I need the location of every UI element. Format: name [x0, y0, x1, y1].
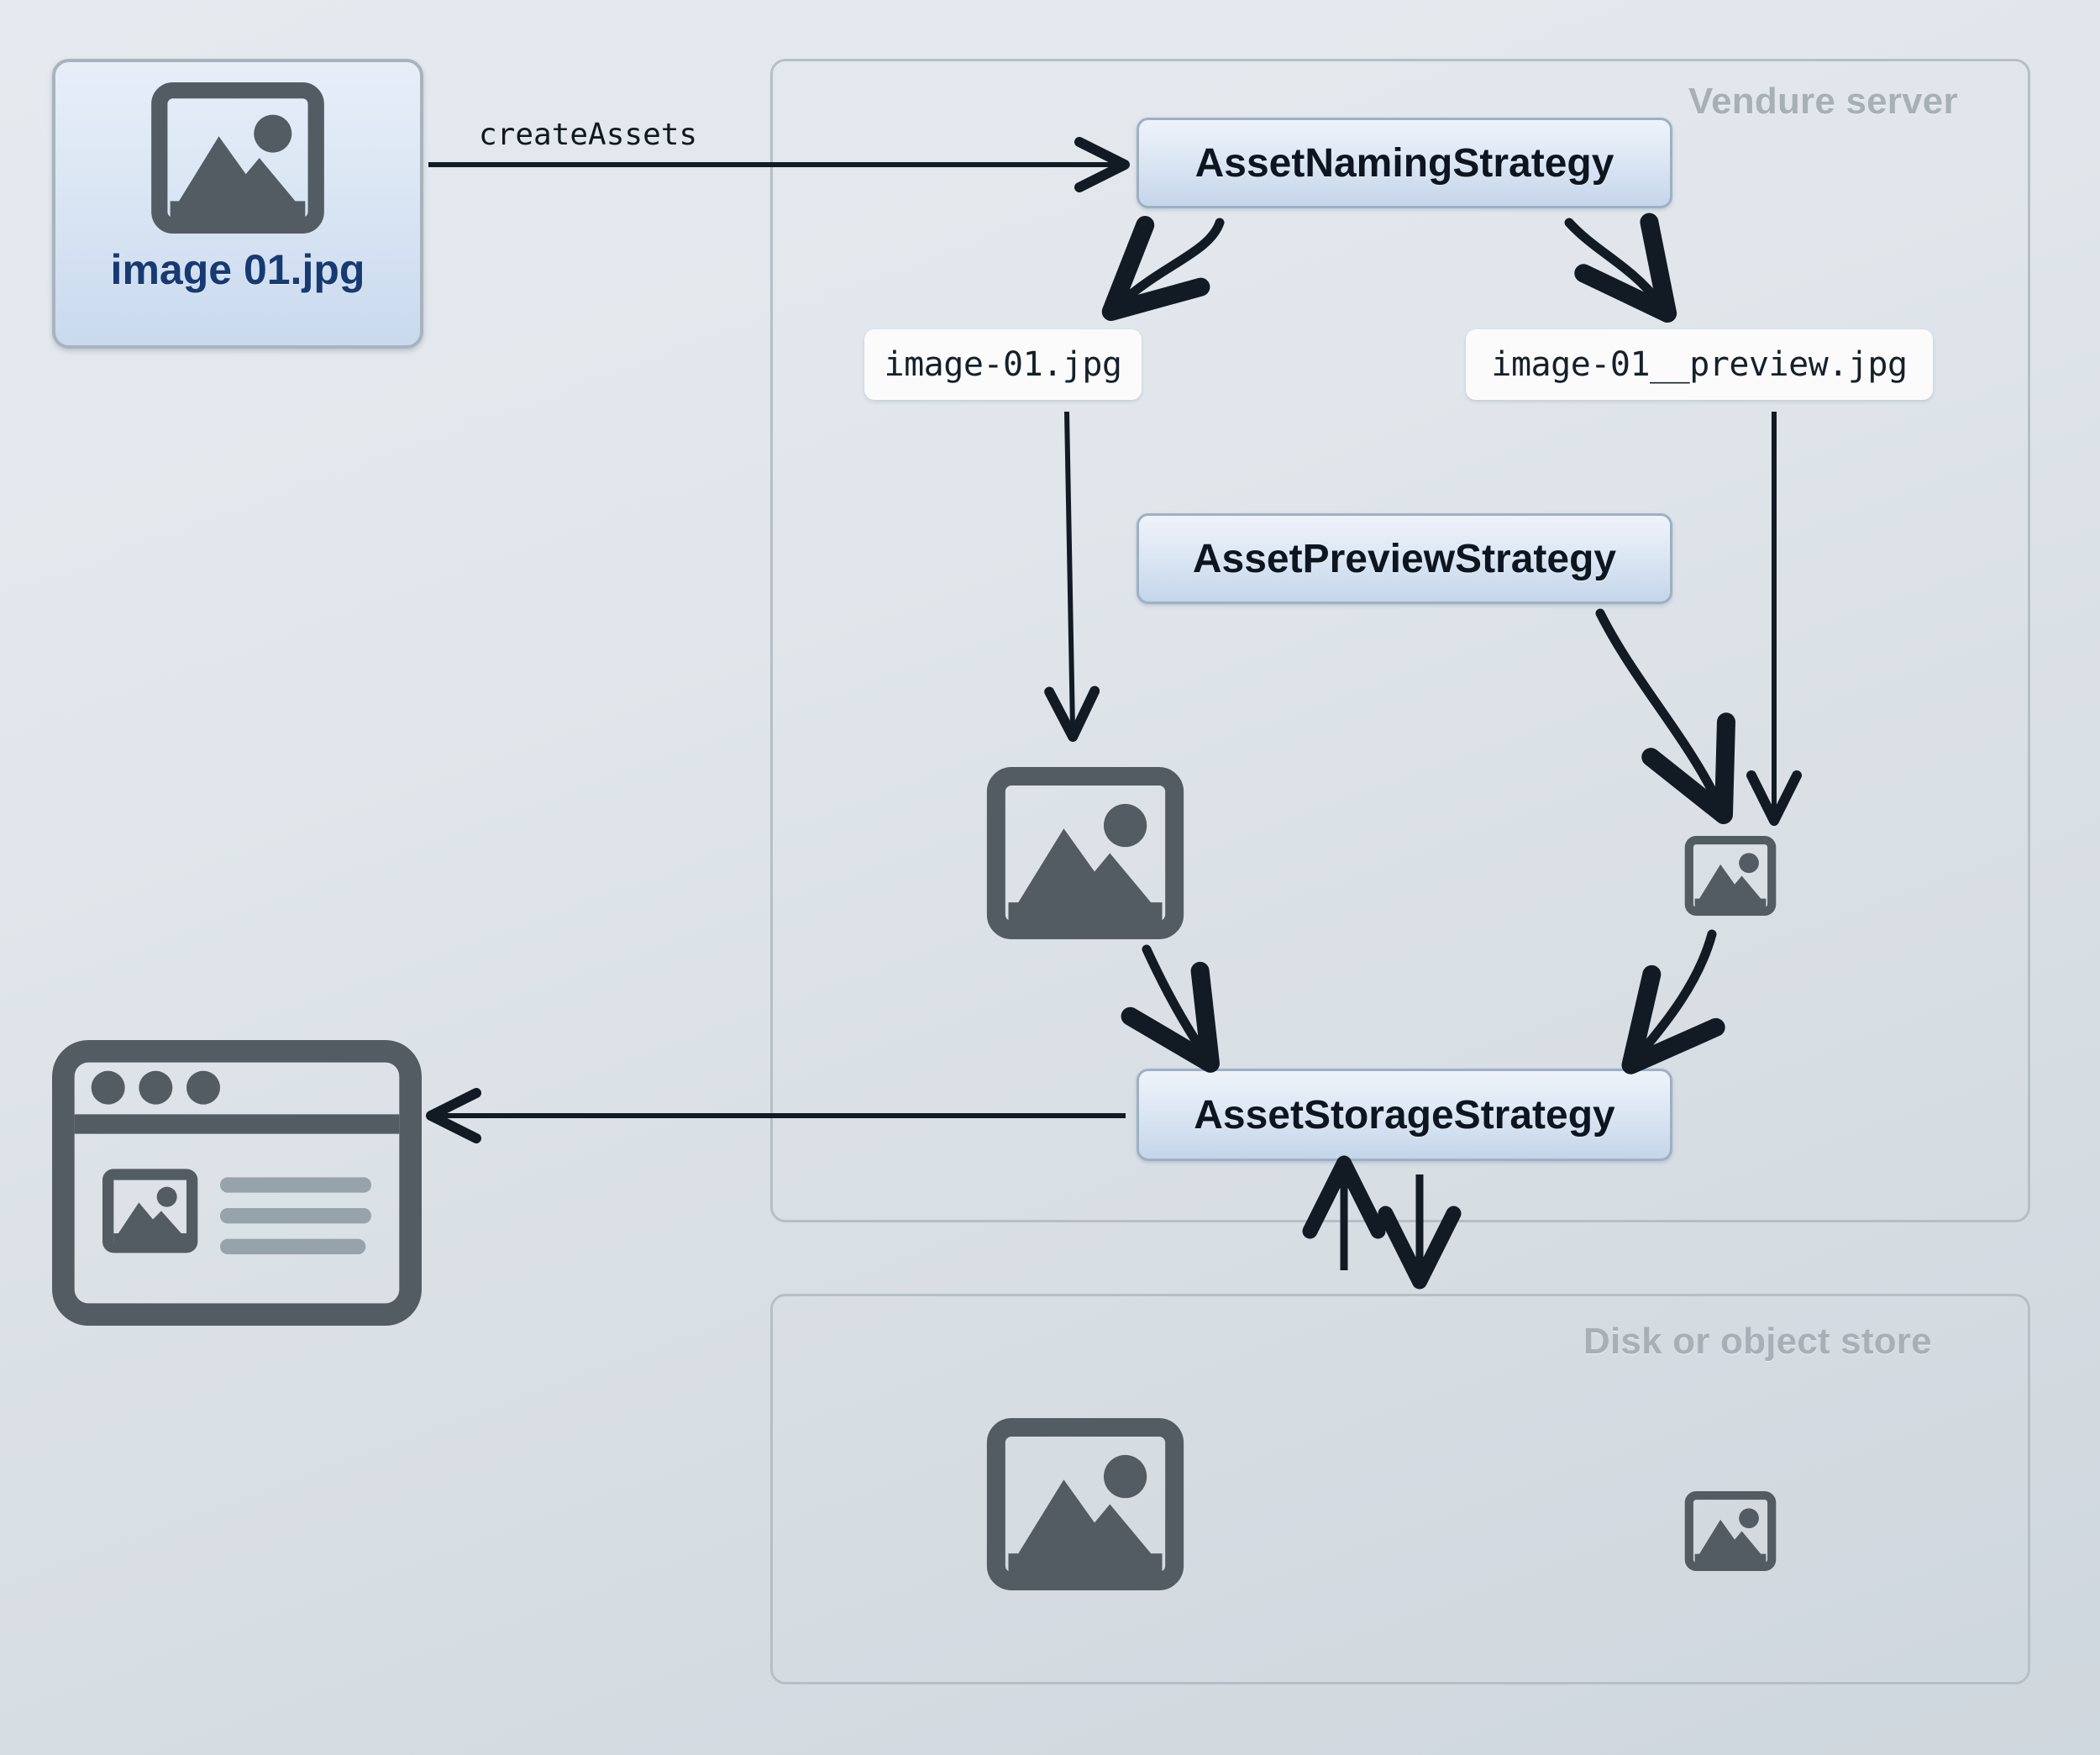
- source-asset-card[interactable]: image 01.jpg: [52, 59, 423, 349]
- browser-window-icon: [52, 1040, 422, 1326]
- asset-naming-strategy-label: AssetNamingStrategy: [1194, 140, 1614, 186]
- asset-storage-strategy-box[interactable]: AssetStorageStrategy: [1137, 1069, 1672, 1161]
- asset-storage-strategy-label: AssetStorageStrategy: [1194, 1092, 1615, 1138]
- image-icon-store-original: [984, 1418, 1186, 1590]
- asset-naming-strategy-box[interactable]: AssetNamingStrategy: [1137, 118, 1672, 208]
- asset-preview-strategy-box[interactable]: AssetPreviewStrategy: [1137, 513, 1672, 604]
- container-disk-or-object-store-label: Disk or object store: [1583, 1321, 1932, 1362]
- original-file-label: image-01.jpg: [884, 345, 1122, 384]
- source-asset-label: image 01.jpg: [110, 246, 365, 293]
- image-icon: [150, 82, 326, 234]
- asset-preview-strategy-label: AssetPreviewStrategy: [1192, 536, 1617, 581]
- container-disk-or-object-store: [770, 1294, 2030, 1684]
- container-vendure-server: [770, 59, 2030, 1222]
- original-file-chip: image-01.jpg: [864, 329, 1142, 400]
- container-vendure-server-label: Vendure server: [1688, 81, 1958, 122]
- create-assets-edge-label: createAssets: [479, 118, 698, 152]
- image-icon-server-original: [984, 767, 1186, 939]
- image-small-icon-server-preview: [1684, 836, 1777, 916]
- image-small-icon-store-preview: [1684, 1491, 1777, 1571]
- preview-file-chip: image-01__preview.jpg: [1466, 329, 1933, 400]
- preview-file-label: image-01__preview.jpg: [1491, 345, 1908, 384]
